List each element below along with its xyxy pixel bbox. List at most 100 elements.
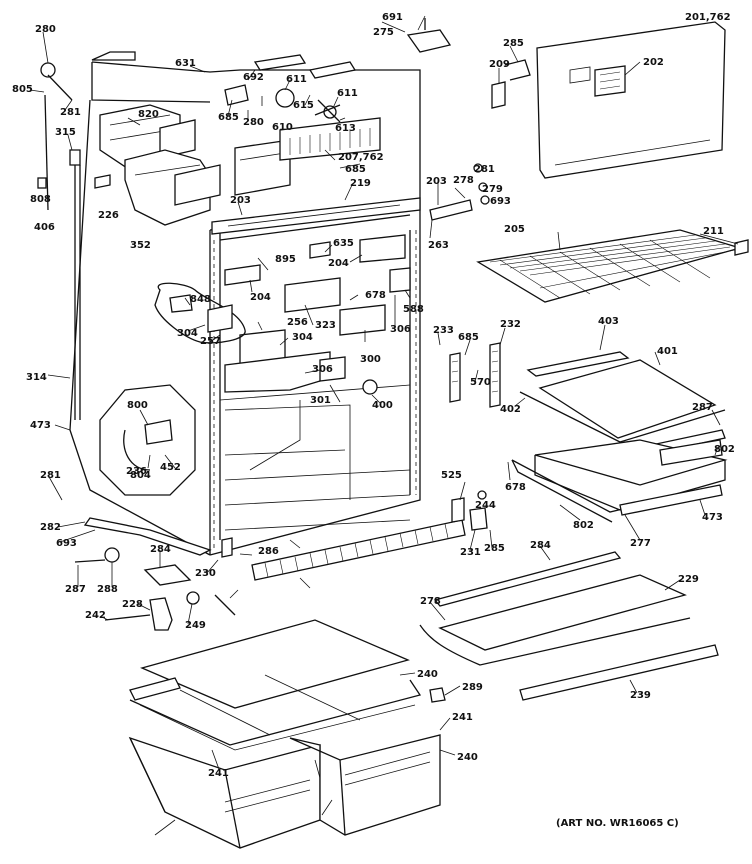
callout-label: 232 [500,319,521,330]
center-fittings [224,234,411,395]
door-parts [451,490,488,531]
grille-288 [251,519,466,581]
callout-label: 287 [692,402,713,413]
callout-label: 244 [475,500,496,511]
inset-bubble-848 [154,282,246,344]
defrost-parts [224,54,357,123]
callout-label: 201,762 [685,12,731,23]
callout-label: 315 [55,127,76,138]
crisper-cover-230 [419,551,719,701]
callout-label: 209 [489,59,510,70]
callout-label: 278 [420,596,441,607]
callout-label: 280 [35,24,56,35]
callout-label: 352 [130,240,151,251]
callout-label: 233 [433,325,454,336]
callout-label: 278 [453,175,474,186]
callout-label: 611 [286,74,307,85]
callout-label: 202 [643,57,664,68]
callout-label: 613 [335,123,356,134]
callout-label: 314 [26,372,47,383]
callout-label: 256 [287,317,308,328]
callout-label: 808 [30,194,51,205]
callout-label: 284 [150,544,171,555]
callout-label: 692 [243,72,264,83]
callout-label: 204 [250,292,271,303]
callout-label: 286 [258,546,279,557]
callout-label: 610 [272,122,293,133]
callout-label: 820 [138,109,159,120]
callout-label: 241 [208,768,229,779]
cabinet [69,51,421,556]
callout-label: 203 [426,176,447,187]
callout-label: 230 [195,568,216,579]
callout-label: 588 [403,304,424,315]
callout-label: 895 [275,254,296,265]
callout-label: 685 [345,164,366,175]
callout-label: 301 [310,395,331,406]
callout-label: 288 [97,584,118,595]
callout-label: 685 [458,332,479,343]
callout-label: 236 [126,466,147,477]
callout-label: 611 [337,88,358,99]
callout-label: 300 [360,354,381,365]
callout-label: 306 [390,324,411,335]
callout-label: 281 [60,107,81,118]
callout-label: 306 [312,364,333,375]
callout-label: 678 [505,482,526,493]
callout-label: 207,762 [338,152,384,163]
callout-label: 211 [703,226,724,237]
callout-label: 219 [350,178,371,189]
leader-lines [29,15,739,836]
callout-label: 802 [714,444,735,455]
callout-label: 284 [530,540,551,551]
shelf-supports [449,342,501,408]
inset-bubble-800 [99,384,196,496]
callout-label: 406 [34,222,55,233]
callout-label: 805 [12,84,33,95]
callout-label: 473 [702,512,723,523]
callout-label: 691 [382,12,403,23]
callout-label: 678 [365,290,386,301]
callout-label: 226 [98,210,119,221]
callout-label: 231 [460,547,481,558]
lower-left-parts [74,517,236,631]
callout-label: 403 [598,316,619,327]
callout-label: 249 [185,620,206,631]
callout-label: 802 [573,520,594,531]
callout-label: 287 [65,584,86,595]
callout-label: 635 [333,238,354,249]
thermostat-parts-left [37,62,111,420]
callout-label: 804 [130,470,151,481]
callout-label: 473 [30,420,51,431]
callout-label: 257 [200,336,221,347]
drawer-cover-242 [129,619,446,751]
callout-label: 240 [417,669,438,680]
callout-label: 402 [500,404,521,415]
callout-label: 239 [630,690,651,701]
callout-label: 205 [504,224,525,235]
control-box [234,117,381,196]
callout-label: 242 [85,610,106,621]
callout-label: 285 [484,543,505,554]
callout-label: 240 [457,752,478,763]
art-number: (ART NO. WR16065 C) [556,818,679,829]
callout-label: 280 [243,117,264,128]
callout-label: 281 [40,470,61,481]
callout-label: 631 [175,58,196,69]
drawer-left [128,736,321,849]
callout-label: 277 [630,538,651,549]
callout-label: 204 [328,258,349,269]
callout-label: 289 [462,682,483,693]
callout-label: 400 [372,400,393,411]
callout-label: 685 [218,112,239,123]
callout-label: 525 [441,470,462,481]
callout-label: 693 [56,538,77,549]
callout-label: 275 [373,27,394,38]
callout-label: 279 [482,184,503,195]
callout-label: 800 [127,400,148,411]
callout-label: 281 [474,164,495,175]
callout-label: 285 [503,38,524,49]
callout-label: 229 [678,574,699,585]
wire-shelf-205 [476,229,749,303]
